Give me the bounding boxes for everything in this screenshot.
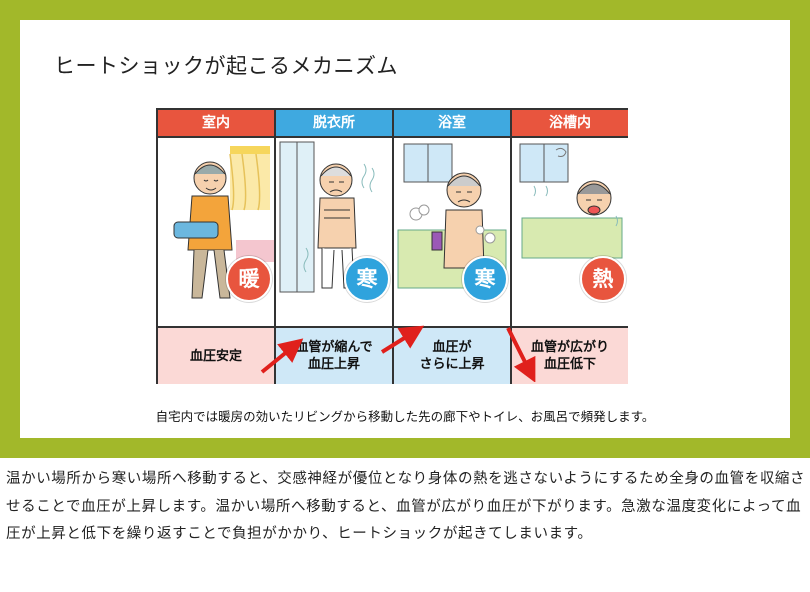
column-divider	[274, 110, 276, 382]
status-line: 血圧が	[432, 340, 472, 355]
column-header: 室内	[158, 110, 274, 138]
living-room-scene: 暖	[158, 138, 274, 326]
status-line: 血圧安定	[189, 348, 242, 364]
status-line: 血圧低下	[543, 357, 596, 372]
bathroom-scene: 寒	[394, 138, 510, 326]
figure-caption: 自宅内では暖房の効いたリビングから移動した先の廊下やトイレ、お風呂で頻発します。	[155, 409, 655, 424]
cold-badge: 寒	[462, 256, 508, 302]
mechanism-diagram: 室内 暖	[156, 108, 628, 384]
status-text: 血管が縮んで 血圧上昇	[276, 326, 392, 384]
status-line: 血圧上昇	[307, 357, 360, 372]
green-frame: ヒートショックが起こるメカニズム 室内	[0, 0, 810, 458]
body-paragraph: 温かい場所から寒い場所へ移動すると、交感神経が優位となり身体の熱を逃さないように…	[6, 471, 806, 542]
column-dressing-room: 脱衣所 寒	[276, 110, 392, 384]
column-header: 脱衣所	[276, 110, 392, 138]
column-header: 浴槽内	[512, 110, 628, 138]
column-header: 浴室	[394, 110, 510, 138]
dressing-room-scene: 寒	[276, 138, 392, 326]
status-text: 血管が広がり 血圧低下	[512, 326, 628, 384]
column-divider	[510, 110, 512, 382]
status-text: 血圧安定	[158, 326, 274, 384]
warm-badge: 暖	[226, 256, 272, 302]
bathtub-scene: 熱	[512, 138, 628, 326]
column-bathroom: 浴室 寒	[394, 110, 510, 384]
column-bathtub: 浴槽内 熱	[512, 110, 628, 384]
hot-badge: 熱	[580, 256, 626, 302]
figure-card: ヒートショックが起こるメカニズム 室内	[20, 20, 790, 438]
column-divider	[392, 110, 394, 382]
status-line: 血管が広がり	[530, 340, 609, 355]
column-living-room: 室内 暖	[158, 110, 274, 384]
cold-badge: 寒	[344, 256, 390, 302]
status-text: 血圧が さらに上昇	[394, 326, 510, 384]
status-line: 血管が縮んで	[295, 340, 373, 355]
status-line: さらに上昇	[419, 357, 485, 372]
figure-title: ヒートショックが起こるメカニズム	[54, 54, 398, 78]
